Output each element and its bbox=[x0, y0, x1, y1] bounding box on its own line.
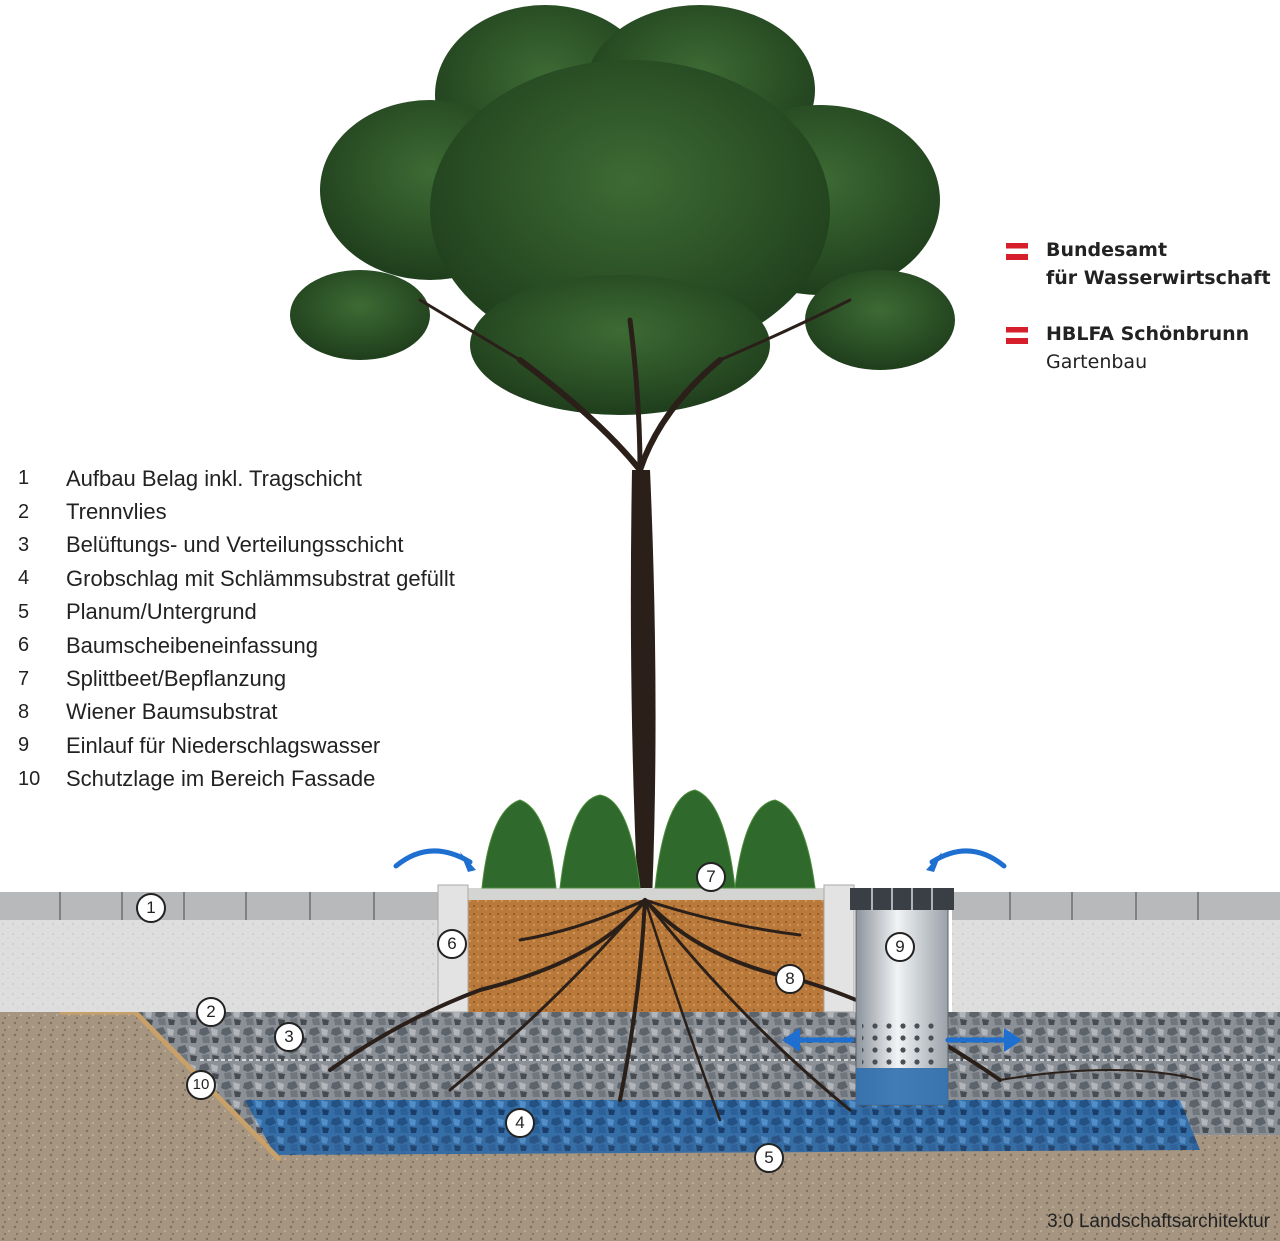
marker-1: 1 bbox=[136, 893, 166, 923]
logo-bundesamt: Bundesamt für Wasserwirtschaft bbox=[1006, 236, 1271, 292]
austria-flag-icon bbox=[1006, 243, 1028, 260]
tree-roots bbox=[328, 898, 1201, 1122]
paving-left bbox=[0, 892, 440, 920]
rainwater-inlet bbox=[850, 888, 954, 1106]
austria-flag-icon bbox=[1006, 327, 1028, 344]
paving-joints-left bbox=[59, 892, 375, 920]
logo-bundesamt-line1: Bundesamt bbox=[1046, 239, 1168, 261]
logo-hblfa: HBLFA Schönbrunn Gartenbau bbox=[1006, 320, 1271, 376]
marker-6: 6 bbox=[437, 929, 467, 959]
marker-7: 7 bbox=[696, 862, 726, 892]
marker-10: 10 bbox=[186, 1070, 216, 1100]
base-layer-right bbox=[952, 920, 1280, 1012]
logo-hblfa-line2: Gartenbau bbox=[1046, 351, 1148, 373]
tree-canopy bbox=[290, 5, 955, 415]
base-layer-left bbox=[0, 920, 440, 1012]
paving-right bbox=[952, 892, 1280, 920]
tree-substrate bbox=[468, 900, 824, 1012]
paving-joints-right bbox=[1009, 892, 1199, 920]
marker-3: 3 bbox=[274, 1022, 304, 1052]
gravel-bed bbox=[468, 888, 824, 900]
logo-hblfa-line1: HBLFA Schönbrunn bbox=[1046, 323, 1250, 345]
marker-5: 5 bbox=[754, 1143, 784, 1173]
tree-branches bbox=[418, 298, 852, 473]
arrow-heads bbox=[460, 852, 1022, 1052]
logo-bundesamt-line2: für Wasserwirtschaft bbox=[1046, 267, 1271, 289]
marker-4: 4 bbox=[505, 1108, 535, 1138]
image-credit: 3:0 Landschaftsarchitektur bbox=[1047, 1211, 1270, 1232]
water-zone bbox=[245, 1100, 1200, 1155]
marker-9: 9 bbox=[885, 932, 915, 962]
institution-logos: Bundesamt für Wasserwirtschaft HBLFA Sch… bbox=[1006, 236, 1271, 404]
marker-8: 8 bbox=[775, 964, 805, 994]
tree-trunk bbox=[630, 470, 656, 900]
marker-2: 2 bbox=[196, 997, 226, 1027]
